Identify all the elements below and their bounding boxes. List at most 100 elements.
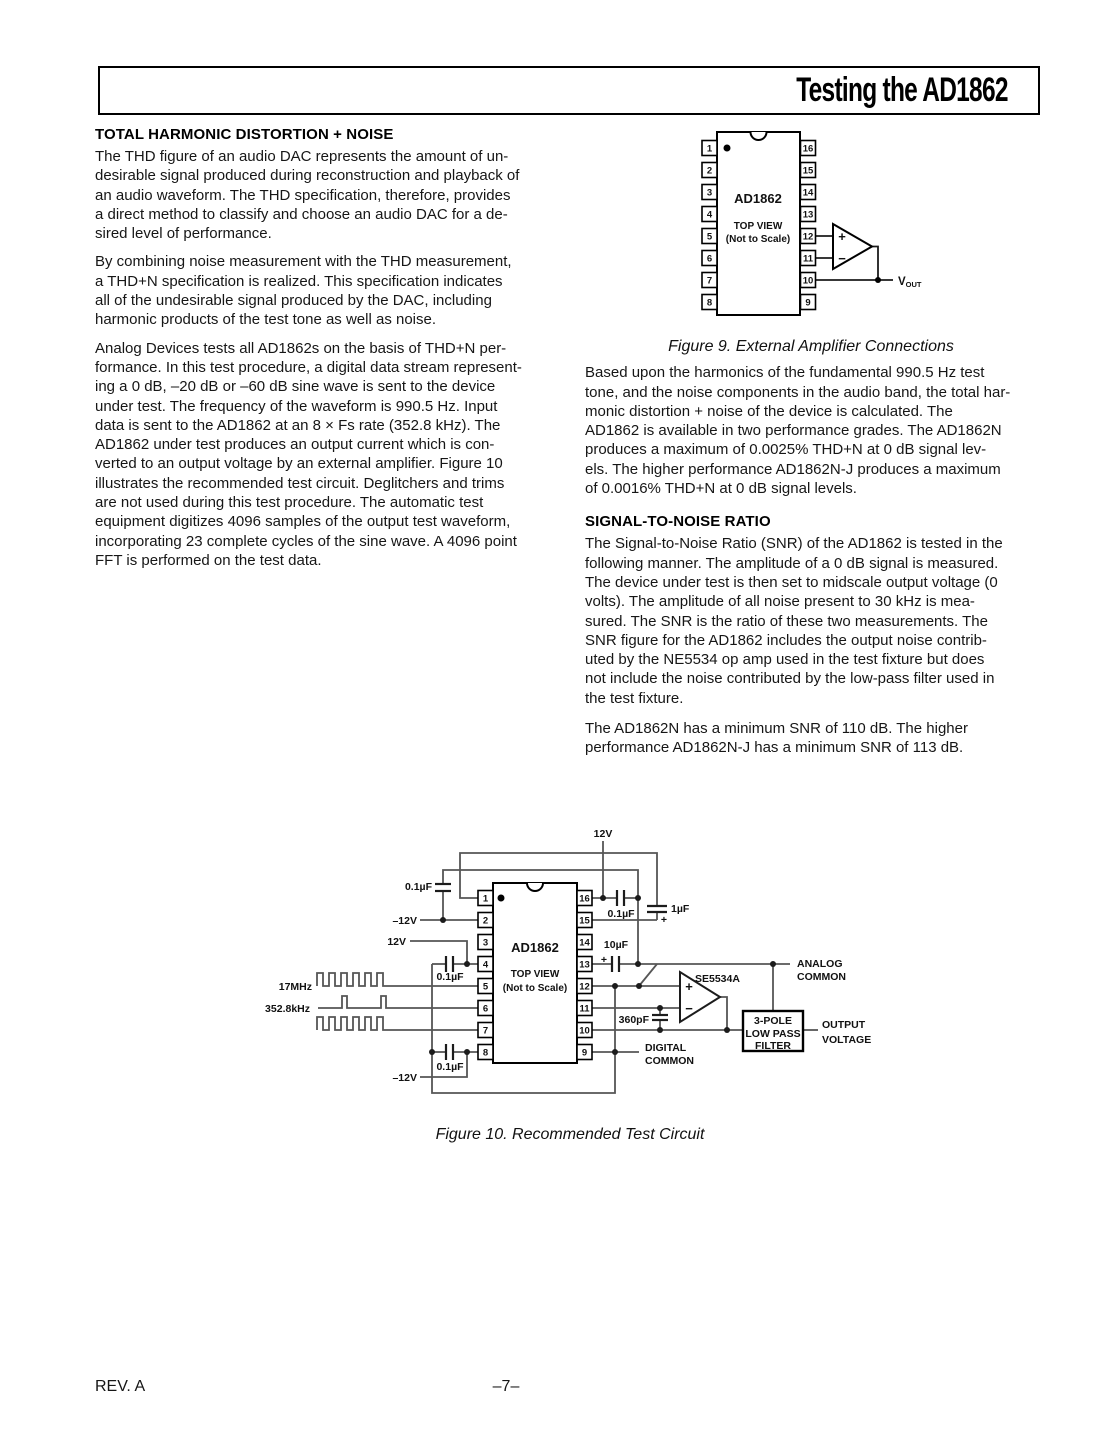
svg-text:1: 1 xyxy=(707,144,713,155)
fig10-left-pin-boxes xyxy=(477,889,494,1061)
opamp-plus-input: + xyxy=(685,979,693,994)
fig10-right-pin-boxes xyxy=(576,889,593,1061)
digital-common-label-1: DIGITAL xyxy=(645,1042,687,1054)
cap-1uf-polarity: + xyxy=(661,914,667,926)
fig9-chip-ad1862: 1 2 3 4 5 6 7 8 16 15 14 13 12 11 10 xyxy=(701,131,817,316)
svg-text:12: 12 xyxy=(579,982,590,993)
opamp-plus-input: + xyxy=(838,229,846,244)
output-voltage-label-2: VOLTAGE xyxy=(822,1034,871,1046)
cap-10uf-polarity: + xyxy=(601,954,607,966)
waveform-bitclock xyxy=(316,1016,478,1031)
svg-text:9: 9 xyxy=(805,298,810,309)
svg-text:1: 1 xyxy=(483,894,489,905)
supply-minus12-pin8-label: –12V xyxy=(392,1072,417,1084)
fig10-chip-label: AD1862 xyxy=(511,940,559,955)
svg-text:2: 2 xyxy=(707,166,712,177)
svg-text:6: 6 xyxy=(707,254,712,265)
svg-text:11: 11 xyxy=(803,254,814,265)
svg-text:9: 9 xyxy=(582,1048,587,1059)
supply-12v-top-label: 12V xyxy=(594,828,613,840)
output-voltage-label-1: OUTPUT xyxy=(822,1019,866,1031)
svg-text:4: 4 xyxy=(483,960,489,971)
fig9-right-pin-numbers: 16 15 14 13 12 11 10 9 xyxy=(803,144,814,309)
fig9-opamp-symbol: + − xyxy=(832,222,875,271)
wire-opamp-output xyxy=(717,996,728,1030)
fig10-view-label: TOP VIEW xyxy=(511,969,560,980)
analog-common-label-2: COMMON xyxy=(797,971,846,983)
capacitor-360pf xyxy=(652,1013,668,1022)
paragraph-snr-1: The Signal-to-Noise Ratio (SNR) of the A… xyxy=(585,535,1003,707)
wire-diagonal xyxy=(638,963,658,987)
capacitor-0.1uf-topleft xyxy=(435,882,451,893)
capacitor-0.1uf-pin4 xyxy=(444,956,455,972)
svg-text:7: 7 xyxy=(483,1026,488,1037)
figure10-test-circuit-diagram: 1 2 3 4 5 6 7 8 16 15 14 13 12 11 10 9 A… xyxy=(265,828,871,1094)
paragraph-thd-3: Analog Devices tests all AD1862s on the … xyxy=(95,339,522,569)
analog-common-label-1: ANALOG xyxy=(797,958,843,970)
fig10-opamp-symbol: + − SE5534A xyxy=(679,970,740,1024)
pin1-indicator-dot xyxy=(497,894,505,902)
svg-text:8: 8 xyxy=(483,1048,488,1059)
right-column: 1 2 3 4 5 6 7 8 16 15 14 13 12 11 10 xyxy=(585,125,1037,767)
wire-digital-common-loop xyxy=(431,964,616,1094)
cap-0.1uf-pin16-label: 0.1µF xyxy=(607,908,635,920)
filter-label-3: FILTER xyxy=(755,1040,791,1052)
chip-notch xyxy=(749,131,768,141)
fig9-view-label: TOP VIEW xyxy=(734,221,783,232)
cap-0.1uf-pin4-label: 0.1µF xyxy=(436,971,464,983)
paragraph-thd-2: By combining noise measurement with the … xyxy=(95,253,512,329)
svg-text:13: 13 xyxy=(803,210,814,221)
fig10-left-pin-numbers: 1 2 3 4 5 6 7 8 xyxy=(483,894,489,1059)
waveform-352khz xyxy=(318,995,478,1009)
page-title: Testing the AD1862 xyxy=(796,71,1009,109)
wire-12v-pin4 xyxy=(410,940,468,964)
paragraph-snr-2: The AD1862N has a minimum SNR of 110 dB.… xyxy=(585,720,968,757)
capacitor-10uf-pin13 xyxy=(610,956,621,972)
wire-minus12-pin8 xyxy=(420,1052,468,1078)
fig9-left-pin-boxes xyxy=(701,139,718,311)
footer-page-number: –7– xyxy=(492,1378,520,1395)
svg-text:16: 16 xyxy=(803,144,814,155)
fig10-chip-ad1862: 1 2 3 4 5 6 7 8 16 15 14 13 12 11 10 9 A… xyxy=(477,882,593,1064)
waveform-17mhz xyxy=(316,972,478,987)
cap-0.1uf-pin8-label: 0.1µF xyxy=(436,1061,464,1073)
fig10-labels: 12V 0.1µF –12V 12V 0.1µF 17MHz 352.8kHz … xyxy=(265,828,871,1084)
svg-text:4: 4 xyxy=(707,210,713,221)
svg-text:15: 15 xyxy=(579,916,590,927)
cap-360pf-label: 360pF xyxy=(619,1014,650,1026)
cap-1uf-label: 1µF xyxy=(671,903,690,915)
paragraph-harmonics: Based upon the harmonics of the fundamen… xyxy=(585,364,1011,498)
capacitor-1uf xyxy=(647,904,667,914)
cap-0.1uf-topleft-label: 0.1µF xyxy=(405,881,433,893)
svg-text:16: 16 xyxy=(579,894,590,905)
fig9-chip-label: AD1862 xyxy=(734,191,782,206)
svg-text:5: 5 xyxy=(483,982,489,993)
svg-text:5: 5 xyxy=(707,232,713,243)
fig10-wires xyxy=(316,841,818,1094)
figure9-external-amplifier-diagram: 1 2 3 4 5 6 7 8 16 15 14 13 12 11 10 xyxy=(701,131,922,316)
clock-352khz-label: 352.8kHz xyxy=(265,1003,310,1015)
svg-text:12: 12 xyxy=(803,232,814,243)
svg-text:14: 14 xyxy=(579,938,590,949)
wire-second-rail xyxy=(442,869,639,964)
svg-text:10: 10 xyxy=(579,1026,590,1037)
supply-minus12-pin2-label: –12V xyxy=(392,915,417,927)
left-column: TOTAL HARMONIC DISTORTION + NOISE The TH… xyxy=(95,125,573,579)
filter-label-2: LOW PASS xyxy=(745,1028,800,1040)
junction-dot xyxy=(875,277,881,283)
svg-text:7: 7 xyxy=(707,276,712,287)
clock-17mhz-label: 17MHz xyxy=(279,981,312,993)
fig9-scale-label: (Not to Scale) xyxy=(726,234,790,245)
svg-text:10: 10 xyxy=(803,276,814,287)
fig10-scale-label: (Not to Scale) xyxy=(503,983,567,994)
opamp-minus-input: − xyxy=(838,251,846,266)
svg-text:2: 2 xyxy=(483,916,488,927)
capacitor-symbols xyxy=(435,882,668,1060)
svg-text:13: 13 xyxy=(579,960,590,971)
fig9-left-pin-numbers: 1 2 3 4 5 6 7 8 xyxy=(707,144,713,309)
figure10-caption: Figure 10. Recommended Test Circuit xyxy=(435,1126,705,1143)
chip-notch xyxy=(526,882,544,892)
digital-common-label-2: COMMON xyxy=(645,1055,694,1067)
cap-10uf-label: 10µF xyxy=(604,939,629,951)
